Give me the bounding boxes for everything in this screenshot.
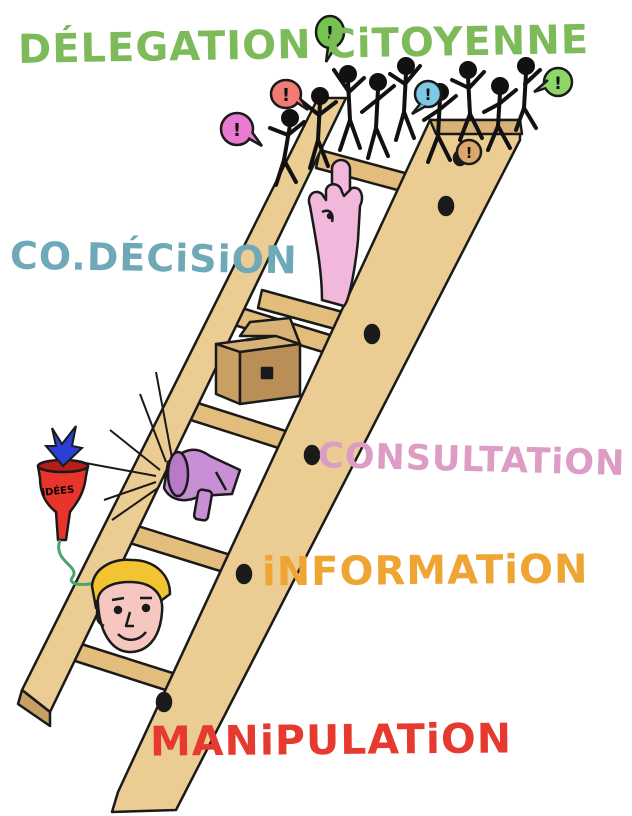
svg-text:!: ! <box>554 74 562 94</box>
level-information: iNFORMATiON <box>261 546 589 596</box>
speech-bubble-icon: ! ! ! ! ! ! <box>219 14 574 166</box>
level-manipulation: MANiPULATiON <box>149 714 513 766</box>
ladder-icon <box>16 96 524 814</box>
megaphone-icon <box>79 371 242 522</box>
arrow-down-icon <box>43 425 85 468</box>
level-co-decision: CO.DÉCiSiON <box>9 233 299 283</box>
level-consultation: CONSULTATiON <box>317 435 626 485</box>
ballot-box-icon <box>214 316 302 406</box>
face-icon <box>90 558 172 654</box>
crowd-icon <box>268 57 542 187</box>
svg-text:!: ! <box>466 144 473 162</box>
funnel-label: iDÉES <box>41 483 75 499</box>
svg-text:!: ! <box>282 85 290 106</box>
svg-text:!: ! <box>326 23 334 44</box>
svg-text:!: ! <box>233 120 241 141</box>
raised-hand-icon <box>307 158 364 308</box>
svg-text:!: ! <box>424 85 431 104</box>
